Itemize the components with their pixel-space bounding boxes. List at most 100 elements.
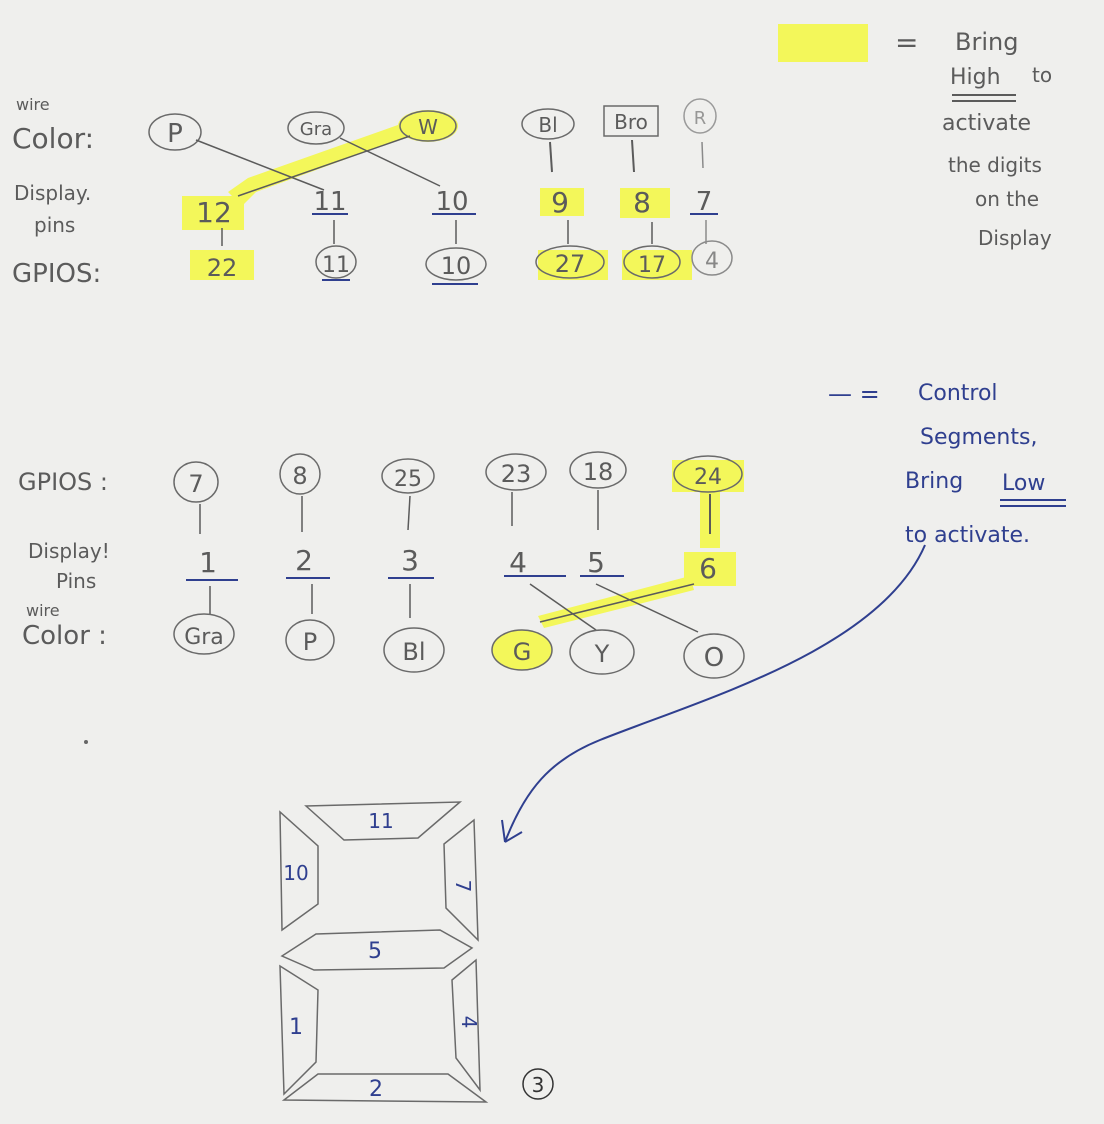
top-label-display1: Display. bbox=[14, 181, 91, 205]
bottom-gpio-circle-6 bbox=[673, 455, 743, 493]
legend-highlight-text2: High bbox=[950, 65, 1001, 90]
highlight-pin-9 bbox=[540, 188, 584, 216]
legend-highlight-text1: Bring bbox=[955, 28, 1018, 56]
page-number-circle bbox=[522, 1068, 554, 1100]
top-pin-6: 7 bbox=[696, 187, 713, 217]
bottom-gpio-circle-3 bbox=[381, 458, 435, 494]
bottom-wire-1: Gra bbox=[184, 625, 224, 650]
bottom-gpio-3: 25 bbox=[394, 467, 422, 492]
legend-highlight-swatch bbox=[778, 24, 868, 62]
top-wire-box-5 bbox=[603, 105, 659, 137]
bottom-wire-circle-2 bbox=[285, 619, 335, 661]
top-wire-circle-3 bbox=[399, 110, 457, 142]
highlight-pin-8 bbox=[620, 188, 670, 218]
top-label-gpio: GPIOS: bbox=[12, 259, 101, 289]
bottom-wire-6: O bbox=[704, 643, 724, 673]
top-wire-circle-2 bbox=[287, 111, 345, 145]
segment-top-left-shape bbox=[279, 810, 319, 932]
segment-bottom-right-label: 4 bbox=[457, 1016, 481, 1029]
top-gpio-5: 17 bbox=[638, 253, 666, 278]
legend-dash-symbol: — = bbox=[828, 380, 880, 408]
bottom-wire-circle-1 bbox=[173, 613, 235, 655]
top-gpio-circle-4 bbox=[535, 245, 605, 279]
bottom-pin-5: 5 bbox=[587, 546, 605, 579]
bottom-gpio-circle-1 bbox=[173, 461, 219, 503]
bottom-wire-2: P bbox=[303, 628, 317, 656]
segment-top-shape bbox=[304, 801, 463, 841]
bottom-gpio-6: 24 bbox=[694, 465, 722, 490]
bottom-gpio-1: 7 bbox=[188, 470, 203, 498]
bottom-wire-circle-3 bbox=[383, 627, 445, 673]
top-gpio-1: 22 bbox=[207, 254, 238, 282]
segment-middle-shape bbox=[280, 929, 474, 971]
top-pin-4: 9 bbox=[551, 186, 569, 219]
bottom-wire-circle-4 bbox=[491, 629, 553, 671]
top-pin-2: 11 bbox=[313, 187, 346, 217]
legend-highlight-text7: Display bbox=[978, 226, 1052, 250]
segment-top-right-shape bbox=[443, 818, 479, 942]
arrow-to-display bbox=[504, 544, 926, 843]
bottom-gpio-circle-2 bbox=[279, 453, 321, 495]
top-pin-3: 10 bbox=[435, 187, 468, 217]
segment-middle-label: 5 bbox=[368, 939, 382, 964]
bottom-pin-1: 1 bbox=[199, 546, 217, 579]
top-wire-4: Bl bbox=[538, 113, 557, 137]
top-label-wire: Color: bbox=[12, 122, 94, 155]
bottom-gpio-4: 23 bbox=[501, 460, 532, 488]
bottom-gpio-5: 18 bbox=[583, 458, 614, 486]
legend-highlight-equals: = bbox=[895, 26, 918, 59]
top-wire-6: R bbox=[694, 108, 707, 129]
legend-dash-text1: Control bbox=[918, 381, 998, 406]
top-pin-5: 8 bbox=[633, 186, 651, 219]
bottom-label-wire: Color : bbox=[22, 621, 107, 651]
top-gpio-circle-2 bbox=[315, 245, 357, 279]
bottom-label-gpio: GPIOS : bbox=[18, 468, 108, 496]
bottom-label-display1: Display! bbox=[28, 539, 110, 563]
seven-segment-display bbox=[279, 801, 489, 1103]
segment-bottom-shape bbox=[281, 1073, 489, 1103]
top-label-wire-small: wire bbox=[16, 95, 50, 114]
highlight-pin-6 bbox=[684, 552, 736, 586]
bottom-wire-circle-6 bbox=[683, 633, 745, 679]
top-wire-circle-4 bbox=[521, 108, 575, 140]
highlight-wire-w-to-12 bbox=[228, 120, 420, 206]
highlight-wire-g bbox=[492, 630, 552, 670]
top-gpio-6: 4 bbox=[705, 249, 719, 274]
legend-dash-text5: to activate. bbox=[905, 523, 1030, 548]
top-gpio-circle-5 bbox=[623, 245, 681, 279]
bottom-gpio-2: 8 bbox=[292, 462, 307, 490]
bottom-gpio-circle-5 bbox=[569, 451, 627, 489]
highlight-wire-6-to-g bbox=[538, 576, 694, 628]
segment-top-label: 11 bbox=[368, 809, 393, 833]
bottom-wire-3: Bl bbox=[402, 638, 425, 666]
legend-dash-text2: Segments, bbox=[920, 425, 1037, 450]
top-gpio-circle-6 bbox=[691, 240, 733, 276]
legend-highlight-text6: on the bbox=[975, 187, 1039, 211]
highlight-gpio-22 bbox=[190, 250, 254, 280]
legend-highlight-text5: the digits bbox=[948, 153, 1042, 177]
wire-gra-to-10 bbox=[339, 137, 441, 187]
bottom-wire-4: G bbox=[513, 638, 532, 666]
bottom-label-display2: Pins bbox=[56, 569, 96, 593]
bottom-pin-4: 4 bbox=[509, 546, 527, 579]
page-number: 3 bbox=[532, 1073, 545, 1097]
top-wire-2: Gra bbox=[300, 119, 332, 140]
highlight-pin-12 bbox=[182, 196, 244, 230]
top-wire-3: W bbox=[418, 115, 438, 139]
bottom-gpio-circle-4 bbox=[485, 453, 547, 491]
segment-bottom-left-label: 1 bbox=[289, 1015, 303, 1040]
bottom-pin-6: 6 bbox=[699, 552, 717, 585]
segment-bottom-label: 2 bbox=[369, 1077, 383, 1102]
top-gpio-4: 27 bbox=[555, 250, 586, 278]
top-wire-5: Bro bbox=[614, 110, 648, 134]
bottom-wire-circle-5 bbox=[569, 629, 635, 675]
legend-dash-text3: Bring bbox=[905, 469, 963, 494]
bottom-label-wire-small: wire bbox=[26, 601, 60, 620]
wire-w-to-12 bbox=[237, 135, 411, 197]
wire-p-to-11 bbox=[195, 139, 325, 191]
segment-bottom-right-shape bbox=[451, 958, 481, 1093]
bottom-wire-5: Y bbox=[594, 640, 610, 668]
bottom-pin-2: 2 bbox=[295, 544, 313, 577]
top-wire-circle-6 bbox=[683, 98, 717, 134]
legend-highlight-text3: to bbox=[1032, 63, 1052, 87]
